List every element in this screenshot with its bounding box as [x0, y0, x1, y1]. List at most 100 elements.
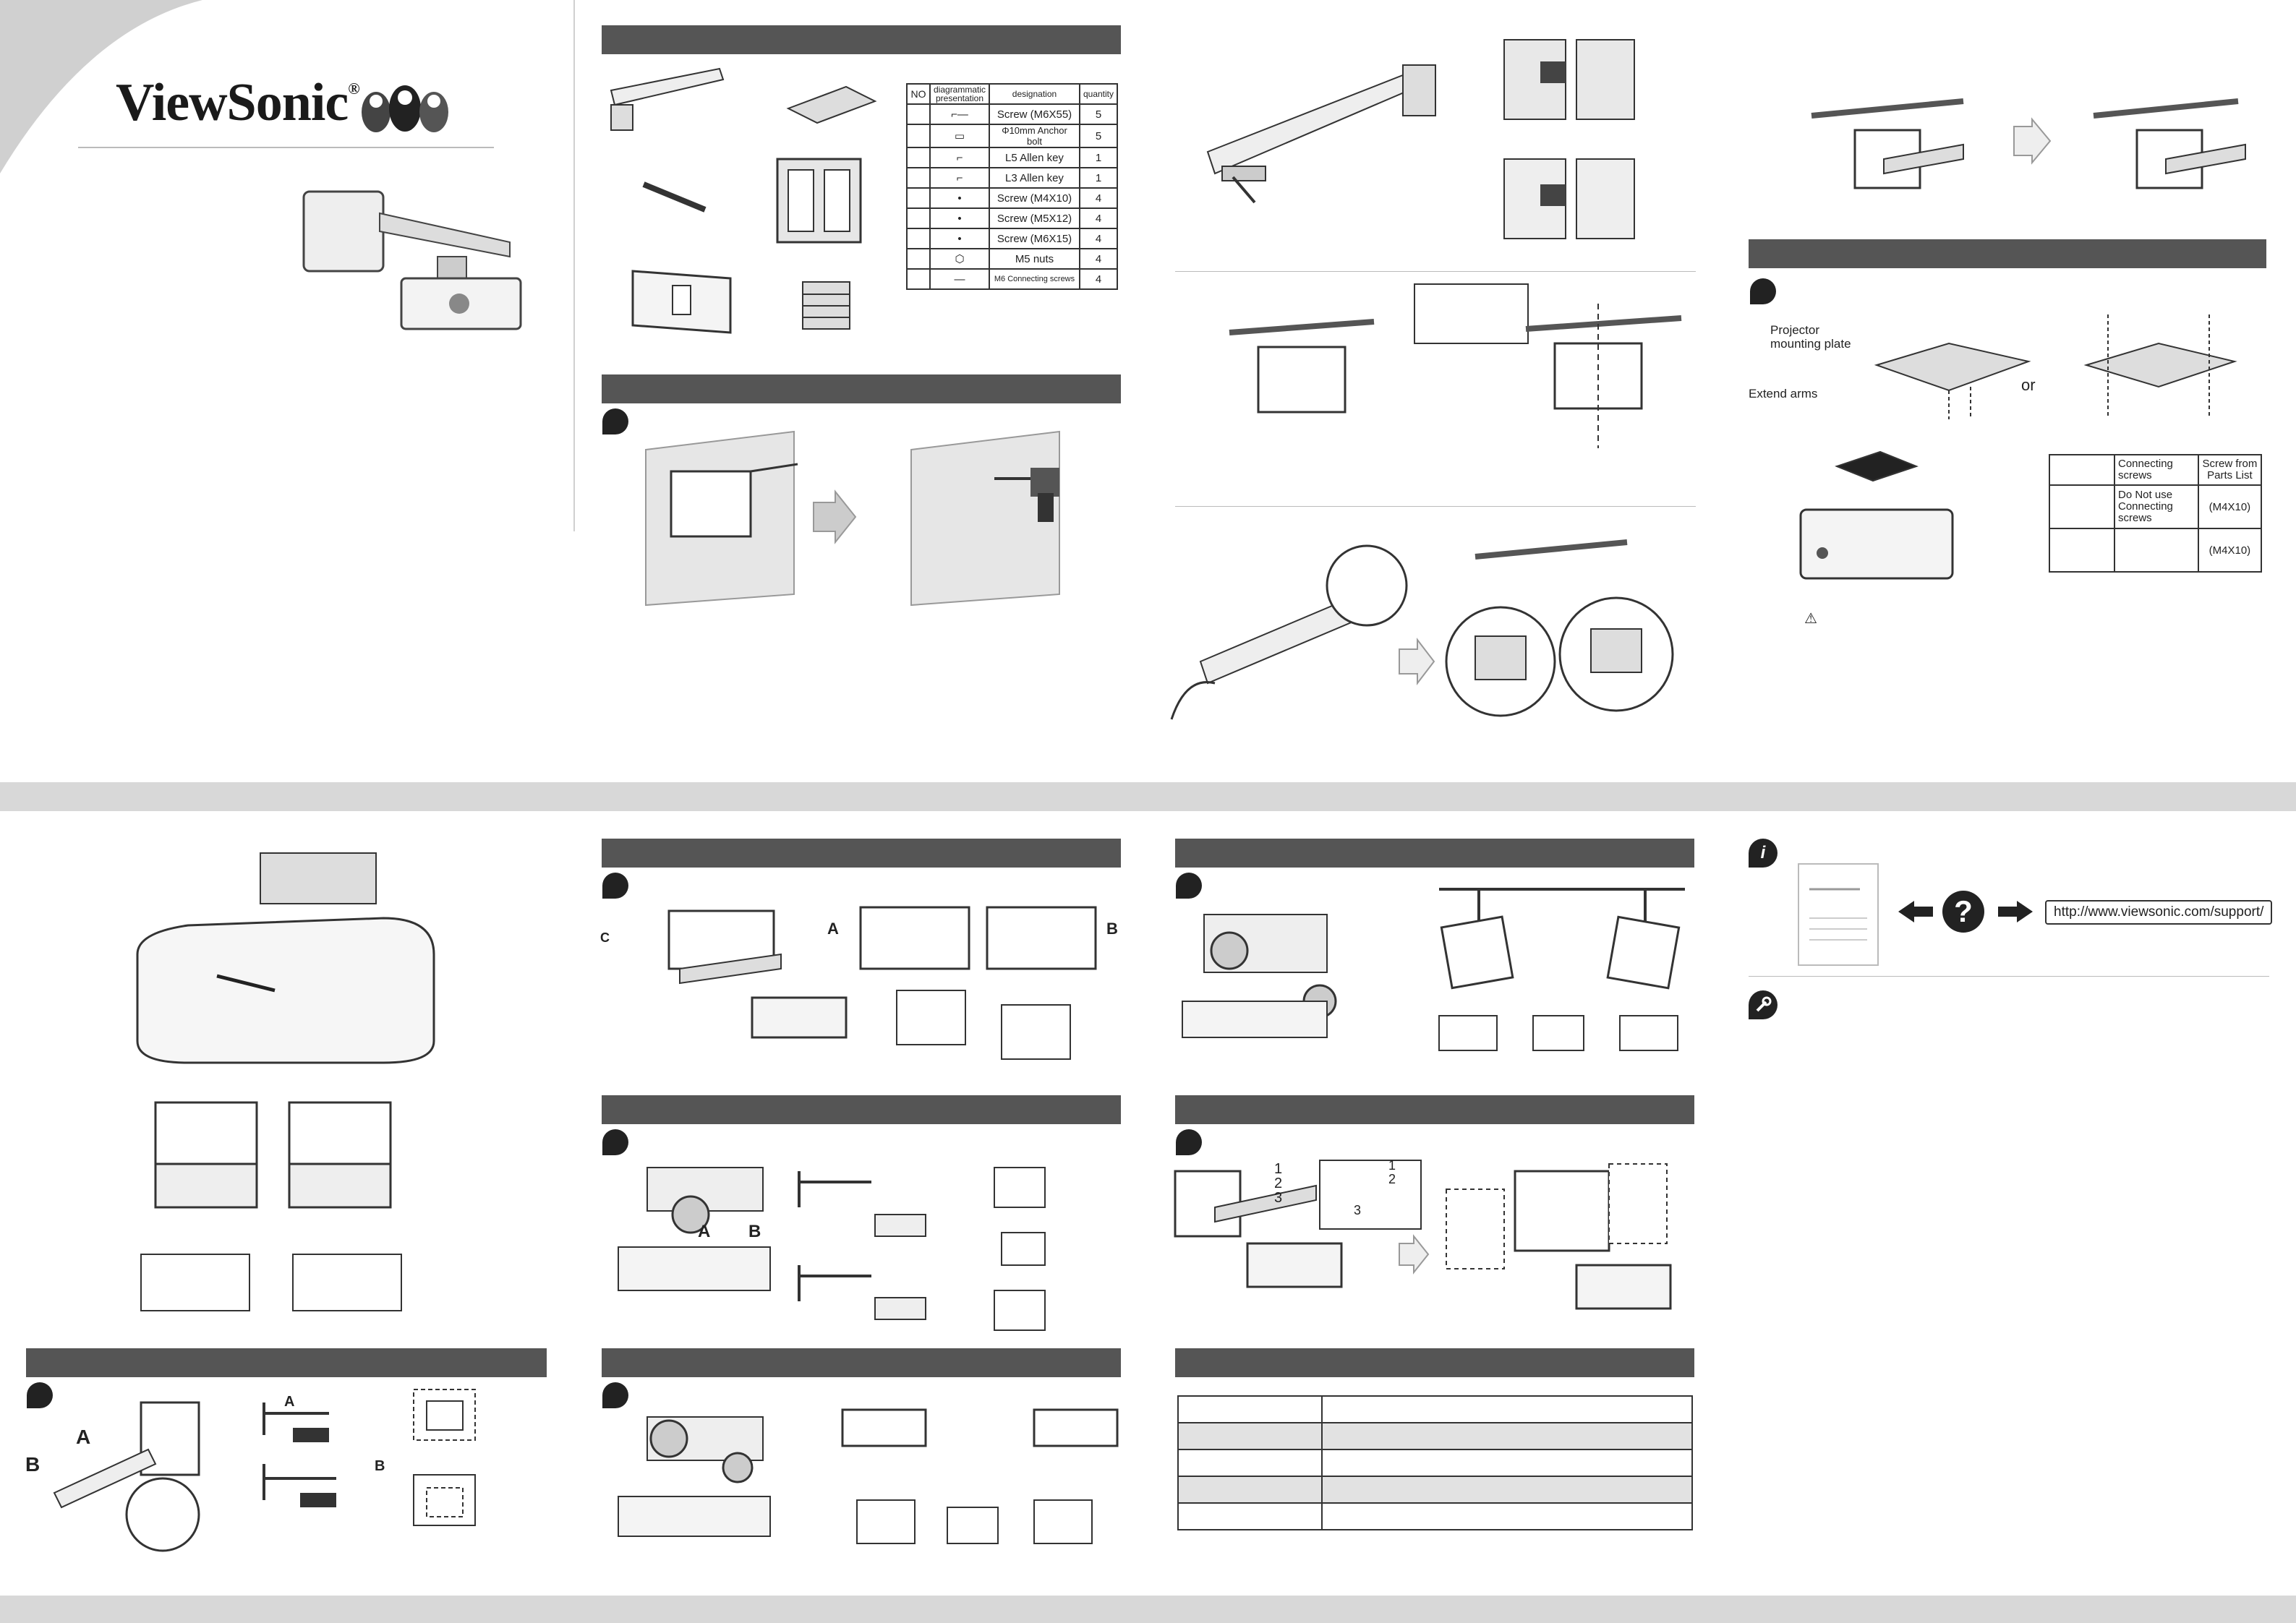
mount-arm-part-image — [610, 67, 725, 131]
projector-attach-step-image — [1811, 98, 2246, 189]
wall-plate-part-image — [776, 158, 862, 244]
projector-mount-hero-image — [302, 190, 522, 330]
right-arrow-icon — [1399, 638, 1435, 685]
section-rule — [1749, 976, 2269, 977]
table-row: •Screw (M4X10)4 — [906, 187, 1119, 209]
arrow-right-icon — [1998, 901, 2033, 922]
section-header-bar-wall-install — [602, 374, 1121, 403]
wall-drilling-image — [910, 430, 1060, 607]
cover-plate-part-image — [631, 270, 732, 334]
page-fold-band — [0, 782, 2296, 811]
label-projector-mounting-plate: Projector mounting plate — [1770, 323, 1851, 351]
callout-box — [1414, 283, 1529, 344]
step-number-3: 3 — [1274, 1190, 1283, 1206]
label-letter-a-tilt: A — [698, 1222, 711, 1241]
brand-logo-text: ViewSonic® — [116, 73, 360, 132]
wood-wall-drill-image — [1503, 158, 1635, 239]
table-row — [1177, 1422, 1693, 1450]
tilt-side-view-image — [798, 1167, 1046, 1331]
step-number-1-detail: 1 — [1388, 1158, 1396, 1173]
step-marker-icon — [1176, 873, 1202, 899]
level-knob-image — [1182, 914, 1337, 1038]
arm-attach-image — [1206, 64, 1436, 204]
section-header-bar-rotate — [602, 1348, 1121, 1377]
spacer-part-image — [802, 281, 850, 330]
step-marker-icon — [602, 1382, 628, 1408]
table-row — [1177, 1449, 1693, 1477]
projector-with-plate-image — [1799, 450, 1954, 580]
brick-wall-drill-image — [1503, 39, 1635, 120]
distance-ab-diagram — [263, 1403, 336, 1507]
user-guide-thumbnail-image — [1798, 863, 1879, 966]
logo-divider — [78, 147, 494, 148]
label-or: or — [2021, 376, 2036, 394]
help-question-icon: ? — [1942, 891, 1984, 933]
arm-detail-zoom-image — [1445, 539, 1674, 717]
step-marker-icon — [1176, 1129, 1202, 1155]
section-header-bar-specifications — [1175, 1348, 1694, 1377]
table-row — [1177, 1476, 1693, 1504]
table-row: ⌐—Screw (M6X55)5 — [906, 103, 1119, 125]
mounting-plate-part-image — [786, 85, 877, 124]
conn-header-connecting: Connecting screws — [2114, 454, 2199, 486]
rotate-knob-image — [618, 1416, 771, 1537]
table-row: •Screw (M6X15)4 — [906, 228, 1119, 249]
table-row: •Screw (M5X12)4 — [906, 207, 1119, 229]
parts-header-designation: designation — [989, 83, 1080, 105]
label-letter-a-height: A — [827, 920, 839, 938]
projector-ceiling-mount-closeup-image — [136, 852, 435, 1064]
wrench-glyph-icon — [1756, 996, 1772, 1012]
section-header-bar-height — [602, 839, 1121, 868]
section-header-bar-distance — [26, 1348, 547, 1377]
wall-plate-marking-image — [645, 430, 798, 607]
help-question-glyph: ? — [1954, 894, 1973, 928]
page-bottom-band — [0, 1596, 2296, 1623]
label-letter-b-tilt: B — [748, 1222, 761, 1241]
allen-key-part-image — [642, 181, 707, 213]
height-adjust-image — [667, 906, 1097, 1060]
wall-plate-level-image-right — [1525, 304, 1682, 448]
section-header-bar-cover — [1175, 1095, 1694, 1124]
tilt-knob-image — [618, 1167, 771, 1291]
table-row — [1177, 1502, 1693, 1530]
step-marker-icon — [27, 1382, 53, 1408]
warning-icon: ⚠ — [1804, 611, 1817, 627]
connecting-screws-table: Connecting screws Screw from Parts List … — [2049, 454, 2263, 573]
image-size-diagram — [413, 1389, 476, 1526]
section-header-bar-parts — [602, 25, 1121, 54]
conn-row1-connecting: Do Not use Connecting screws — [2114, 484, 2199, 529]
step-marker-icon — [1750, 278, 1776, 304]
table-row — [1177, 1395, 1693, 1423]
support-url-link[interactable]: http://www.viewsonic.com/support/ — [2045, 900, 2273, 925]
step-number-2: 2 — [1274, 1176, 1283, 1191]
section-header-bar-mount-plate — [1749, 239, 2266, 268]
step-number-2-detail: 2 — [1388, 1172, 1396, 1186]
specifications-table — [1177, 1395, 1693, 1530]
label-extend-arms: Extend arms — [1749, 387, 1818, 401]
wall-plate-level-image-left — [1229, 319, 1375, 414]
label-letter-a-diagram: A — [284, 1394, 295, 1410]
arrow-left-icon — [1898, 901, 1933, 922]
cover-install-image — [1174, 1160, 1672, 1310]
parts-header-diagram: diagrammatic presentation — [929, 83, 991, 105]
panel-divider-1 — [573, 0, 575, 531]
right-arrow-icon — [813, 489, 857, 544]
section-header-bar-tilt — [602, 1095, 1121, 1124]
step-number-3-detail: 3 — [1354, 1203, 1362, 1217]
conn-row2-screw: (M4X10) — [2197, 528, 2263, 573]
info-icon: i — [1749, 839, 1778, 868]
parts-header-no: NO — [906, 83, 931, 105]
lateral-shift-images — [140, 1101, 402, 1311]
step-marker-icon — [602, 408, 628, 434]
mounting-plate-arms-image — [1874, 342, 2031, 419]
arm-extension-image — [53, 1401, 200, 1552]
step-marker-icon — [602, 873, 628, 899]
label-letter-b: B — [25, 1453, 40, 1476]
conn-row1-screw: (M4X10) — [2197, 484, 2263, 529]
step-marker-icon — [602, 1129, 628, 1155]
info-icon-glyph: i — [1760, 843, 1766, 862]
mounting-plate-alt-image — [2083, 314, 2237, 416]
